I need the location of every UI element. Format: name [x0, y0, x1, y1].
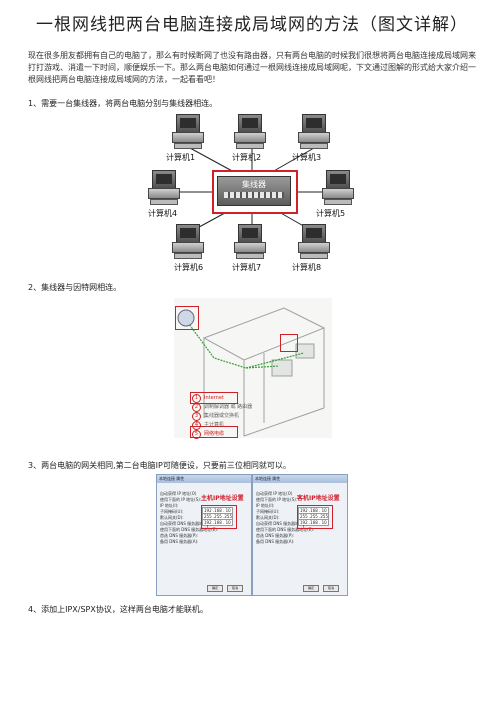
guest-gateway-field[interactable]: 192 .168 . 10 . 1 — [298, 519, 329, 530]
hub-ports — [224, 192, 284, 198]
computer-4-icon — [148, 170, 182, 206]
host-ip-dialog: 本地连接 属性 主机IP地址设置 自动获得 IP 地址(O) 使用下面的 IP … — [156, 474, 252, 596]
internet-highlight — [175, 306, 199, 330]
host-gateway-field[interactable]: 192 .168 . 10 . 1 — [202, 519, 233, 530]
manual-dns-radio[interactable]: 使用下面的 DNS 服务器地址(E): — [256, 527, 315, 532]
hub-label: 集线器 — [242, 180, 266, 189]
step-4-text: 4、添加上IPX/SPX协议，这样两台电脑才能联机。 — [28, 605, 208, 614]
computer-5-icon — [322, 170, 356, 206]
auto-dns-radio[interactable]: 自动获得 DNS 服务器地址(B) — [256, 521, 310, 526]
legend-cable-highlight — [190, 426, 238, 438]
computer-8-icon — [298, 224, 332, 260]
guest-ok-button[interactable]: 确定 — [303, 585, 319, 592]
preferred-dns-label: 首选 DNS 服务器(P): — [256, 533, 295, 538]
computer-2-label: 计算机2 — [232, 153, 262, 162]
computer-6-label: 计算机6 — [174, 263, 204, 272]
computer-2-icon — [234, 114, 268, 150]
manual-ip-radio[interactable]: 使用下面的 IP 地址(S): — [256, 497, 298, 502]
gateway-label: 默认网关(D): — [160, 515, 184, 520]
guest-dialog-title: 本地连接 属性 — [253, 475, 347, 483]
auto-ip-radio[interactable]: 自动获得 IP 地址(O) — [256, 491, 293, 496]
hub-network-figure: 计算机1 计算机2 计算机3 计算机4 计算机5 集线器 计算机6 计算机7 计… — [148, 112, 358, 274]
computer-7-label: 计算机7 — [232, 263, 262, 272]
page-title: 一根网线把两台电脑连接成局域网的方法（图文详解） — [36, 15, 468, 35]
hub-highlight — [280, 334, 298, 352]
intro-paragraph: 现在很多朋友都拥有自己的电脑了，那么有时候断网了也没有路由器，只有两台电脑的时候… — [28, 51, 476, 84]
host-cancel-button[interactable]: 取消 — [227, 585, 243, 592]
gateway-label: 默认网关(D): — [256, 515, 280, 520]
ip-address-label: IP 地址(I): — [256, 503, 275, 508]
computer-5-label: 计算机5 — [316, 209, 346, 218]
computer-4-label: 计算机4 — [148, 209, 178, 218]
guest-ip-dialog: 本地连接 属性 客机IP地址设置 自动获得 IP 地址(O) 使用下面的 IP … — [252, 474, 348, 596]
guest-cancel-button[interactable]: 取消 — [323, 585, 339, 592]
manual-ip-radio[interactable]: 使用下面的 IP 地址(S): — [160, 497, 202, 502]
subnet-mask-label: 子网掩码(U): — [256, 509, 280, 514]
computer-1-icon — [172, 114, 206, 150]
legend-internet-highlight — [190, 392, 238, 404]
alternate-dns-label: 备用 DNS 服务器(A): — [256, 539, 295, 544]
preferred-dns-label: 首选 DNS 服务器(P): — [160, 533, 199, 538]
auto-ip-radio[interactable]: 自动获得 IP 地址(O) — [160, 491, 197, 496]
computer-3-icon — [298, 114, 332, 150]
host-ip-highlight — [201, 505, 237, 529]
subnet-mask-label: 子网掩码(U): — [160, 509, 184, 514]
manual-dns-radio[interactable]: 使用下面的 DNS 服务器地址(E): — [160, 527, 219, 532]
computer-1-label: 计算机1 — [166, 153, 196, 162]
ip-settings-figure: 本地连接 属性 主机IP地址设置 自动获得 IP 地址(O) 使用下面的 IP … — [156, 474, 348, 596]
alternate-dns-label: 备用 DNS 服务器(A): — [160, 539, 199, 544]
computer-3-label: 计算机3 — [292, 153, 322, 162]
ip-address-label: IP 地址(I): — [160, 503, 179, 508]
step-1-text: 1、需要一台集线器，将两台电脑分别与集线器相连。 — [28, 99, 218, 108]
host-ip-badge: 主机IP地址设置 — [201, 495, 244, 502]
room-drawing — [177, 307, 326, 437]
auto-dns-radio[interactable]: 自动获得 DNS 服务器地址(B) — [160, 521, 214, 526]
step-3-text: 3、两台电脑的网关相同,第二台电脑IP可随便设，只要前三位相同就可以。 — [28, 461, 291, 470]
computer-8-label: 计算机8 — [292, 263, 322, 272]
hub-device: 集线器 — [212, 170, 298, 214]
guest-ip-highlight — [297, 505, 333, 529]
computer-7-icon — [234, 224, 268, 260]
host-ok-button[interactable]: 确定 — [207, 585, 223, 592]
host-dialog-title: 本地连接 属性 — [157, 475, 251, 483]
step-2-text: 2、集线器与因特网相连。 — [28, 283, 122, 292]
guest-ip-badge: 客机IP地址设置 — [297, 495, 340, 502]
computer-6-icon — [172, 224, 206, 260]
